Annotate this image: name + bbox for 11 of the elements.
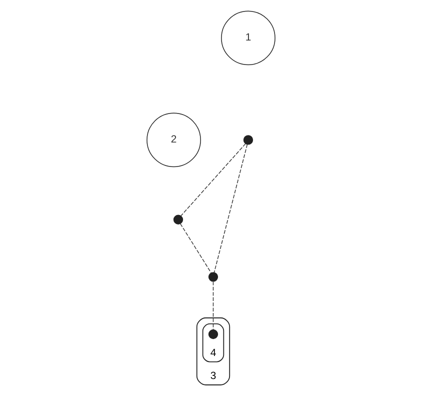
node-circle [173, 214, 184, 224]
connector [214, 144, 248, 273]
connector [180, 223, 212, 274]
node-circle [208, 329, 218, 340]
node-circle [243, 135, 254, 145]
connector [180, 143, 246, 216]
node-circle: 1 [221, 10, 276, 66]
node-circle [208, 272, 218, 282]
cluster: 4 [202, 323, 224, 362]
connector [212, 281, 214, 330]
node-circle: 2 [146, 112, 201, 168]
